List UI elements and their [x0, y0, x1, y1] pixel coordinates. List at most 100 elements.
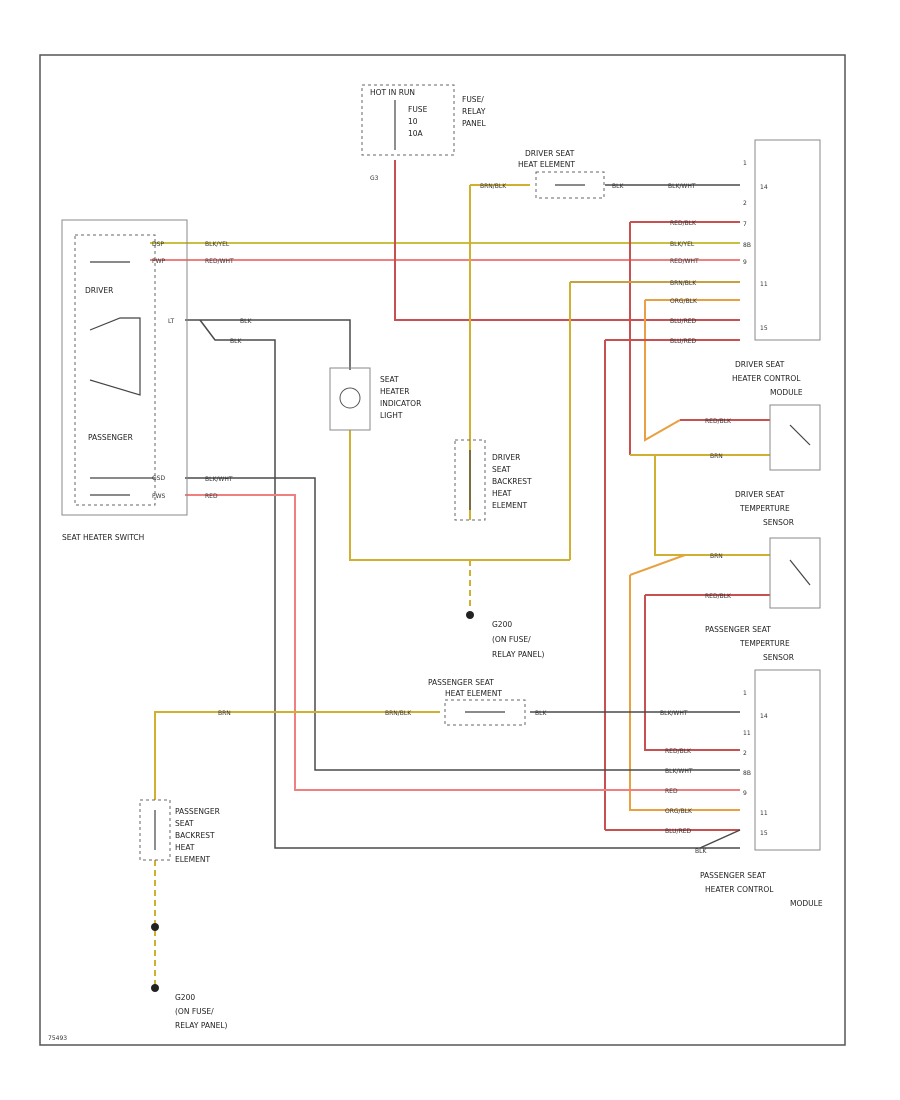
diagram-id: 75493 — [48, 1035, 67, 1042]
wl-brn-pas: BRN — [218, 710, 231, 717]
fuse-amp: 10A — [408, 129, 424, 138]
bulb-icon — [339, 387, 361, 409]
wire-lt — [185, 319, 351, 370]
wl-blk-yel-1: BLK/YEL — [670, 241, 695, 248]
passenger-temp-sensor: PASSENGER SEAT TEMPERTURE SENSOR — [705, 625, 794, 662]
switch-pin-pws: PWS — [152, 493, 166, 500]
pm-pin-2: 2 — [743, 750, 747, 757]
passenger-heat-element: PASSENGER SEAT HEAT ELEMENT BRN BRN/BLK … — [218, 678, 547, 726]
pas-ctrl-l2: HEATER CONTROL — [705, 885, 774, 894]
pas-back-l5: ELEMENT — [175, 855, 210, 864]
switch-pin-pwp: PWP — [152, 258, 166, 265]
wl-blu-red-pm: BLU/RED — [665, 828, 692, 835]
g2-l1: G200 — [175, 993, 195, 1002]
wl-blk: BLK — [612, 183, 624, 190]
g1-l2: (ON FUSE/ — [492, 635, 531, 644]
dm-pin-15: 15 — [760, 325, 768, 332]
switch-passenger-label: PASSENGER — [88, 433, 133, 442]
drv-ctrl-l1: DRIVER SEAT — [735, 360, 785, 369]
wl-blu-red-2: BLU/RED — [670, 338, 697, 345]
switch-line-2 — [89, 317, 141, 396]
wire-temp-sensor-1 — [654, 455, 770, 556]
wl-red-pm: RED — [665, 788, 678, 795]
wire-temp-sensor-org — [629, 575, 740, 811]
wire-blk-switch — [199, 319, 740, 849]
drv-temp-box — [769, 537, 821, 609]
ground-1-icon — [466, 611, 474, 619]
ground-2: G200 (ON FUSE/ RELAY PANEL) — [151, 923, 228, 1030]
pm-pin-11b: 11 — [760, 810, 768, 817]
driver-temp-sensor: DRIVER SEAT TEMPERTURE SENSOR — [735, 490, 821, 609]
drv-back-l1: DRIVER — [492, 453, 520, 462]
drv-back-l4: HEAT — [492, 489, 512, 498]
driver-control-label: DRIVER SEAT HEATER CONTROL MODULE — [732, 360, 821, 471]
wl-brn-temp: BRN — [710, 553, 723, 560]
wl-blk-lt: BLK — [240, 318, 252, 325]
driver-heat-l2: HEAT ELEMENT — [518, 160, 575, 169]
pas-temp-l1: PASSENGER SEAT — [705, 625, 771, 634]
pas-ctrl-l1: PASSENGER SEAT — [700, 871, 766, 880]
driver-heat-l1: DRIVER SEAT — [525, 149, 575, 158]
fuse-g3: G3 — [370, 175, 379, 182]
pas-ctrl-l3: MODULE — [790, 899, 823, 908]
pas-back-l4: HEAT — [175, 843, 195, 852]
wl-red-wht-sw: RED/WHT — [205, 258, 234, 265]
pm-pin-11: 11 — [743, 730, 751, 737]
wl-blk-wht-gsd: BLK/WHT — [205, 476, 233, 483]
wl-blk-2: BLK — [230, 338, 242, 345]
wl-blk-wht: BLK/WHT — [668, 183, 696, 190]
dm-pin-2: 2 — [743, 200, 747, 207]
ground-1: G200 (ON FUSE/ RELAY PANEL) — [466, 611, 545, 659]
g2-l2: (ON FUSE/ — [175, 1007, 214, 1016]
wire-gsd — [185, 477, 740, 771]
fuse-label: FUSE — [408, 105, 428, 114]
sensor-wire-labels: RED/BLK BRN BRN RED/BLK — [705, 418, 732, 600]
fuse-number: 10 — [408, 117, 418, 126]
passenger-wire-labels: BLK/WHT RED/BLK BLK/WHT RED ORG/BLK BLU/… — [660, 710, 707, 855]
indicator-l2: HEATER — [380, 387, 409, 396]
switch-driver-label: DRIVER — [85, 286, 113, 295]
switch-pin-dsp: DSP — [152, 241, 164, 248]
seat-heater-switch: DRIVER PASSENGER DSP PWP LT GSD PWS SEAT… — [61, 219, 233, 542]
driver-backrest: DRIVER SEAT BACKREST HEAT ELEMENT — [454, 439, 532, 521]
fuse-hot-label: HOT IN RUN — [370, 88, 415, 97]
pm-pin-15: 15 — [760, 830, 768, 837]
wl-red-blk-pm: RED/BLK — [665, 748, 692, 755]
pas-heat-l1: PASSENGER SEAT — [428, 678, 494, 687]
wire-pws — [185, 494, 740, 791]
pas-back-l2: SEAT — [175, 819, 194, 828]
wl-red-wht-1: RED/WHT — [670, 258, 699, 265]
indicator-l4: LIGHT — [380, 411, 403, 420]
g1-l3: RELAY PANEL) — [492, 650, 545, 659]
drv-back-l2: SEAT — [492, 465, 511, 474]
indicator-l1: SEAT — [380, 375, 399, 384]
dm-pin-11: 11 — [760, 281, 768, 288]
wl-blk-wht-pm: BLK/WHT — [660, 710, 688, 717]
drv-temp-l2: TEMPERTURE — [739, 504, 790, 513]
drv-back-l5: ELEMENT — [492, 501, 527, 510]
ground-2a-icon — [151, 923, 159, 931]
fuse-panel-l1: FUSE/ — [462, 95, 484, 104]
indicator-light: SEAT HEATER INDICATOR LIGHT — [329, 367, 421, 431]
dm-pin-9: 9 — [743, 259, 747, 266]
fuse-panel-l3: PANEL — [462, 119, 487, 128]
pas-back-l3: BACKREST — [175, 831, 215, 840]
indicator-l3: INDICATOR — [380, 399, 421, 408]
g1-l1: G200 — [492, 620, 512, 629]
dm-pin-8b: 8B — [743, 242, 751, 249]
wl-blk-pm: BLK — [695, 848, 707, 855]
wl-org-blk-pm: ORG/BLK — [665, 808, 693, 815]
wl-red-blk-1: RED/BLK — [670, 220, 697, 227]
wl-red-blk-temp: RED/BLK — [705, 593, 732, 600]
wire-pas-element — [154, 711, 440, 800]
passenger-module-pins: 1 14 11 2 8B 9 11 15 — [743, 690, 768, 837]
dm-pin-7: 7 — [743, 221, 747, 228]
drv-temp-l1: DRIVER SEAT — [735, 490, 785, 499]
wire-indicator-down — [349, 430, 570, 561]
wl-red-blk-sensor: RED/BLK — [705, 418, 732, 425]
wl-brn-blk-top: BRN/BLK — [480, 183, 507, 190]
ground-2-icon — [151, 984, 159, 992]
passenger-control-label: PASSENGER SEAT HEATER CONTROL MODULE — [700, 871, 823, 908]
dm-pin-14: 14 — [760, 184, 768, 191]
switch-pin-gsd: GSD — [152, 475, 165, 482]
